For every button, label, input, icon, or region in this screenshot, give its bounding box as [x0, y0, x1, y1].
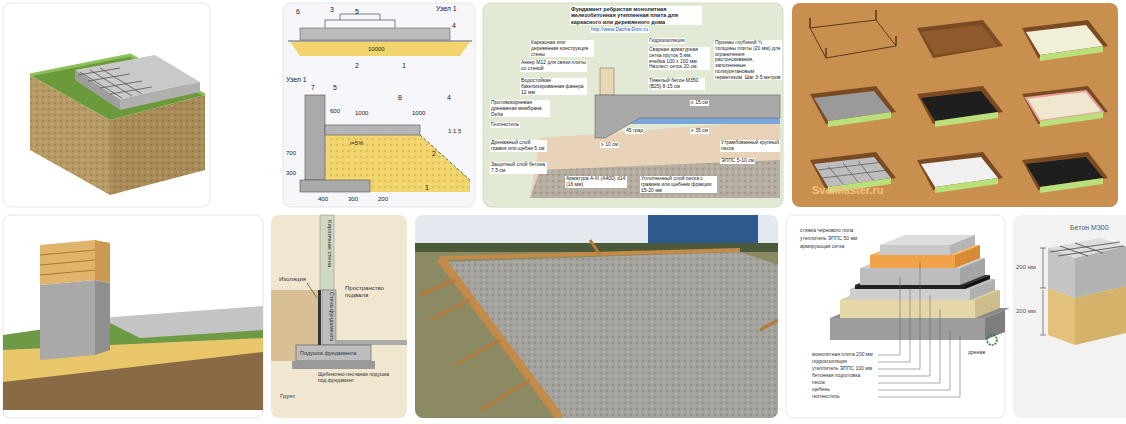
callout-number: 2: [432, 150, 436, 158]
part-label: Гидроизоляция: [648, 38, 685, 44]
part-label: Щебеночно-песчаная подушка под фундамент: [318, 372, 398, 384]
part-label: армирующая сетка: [800, 244, 844, 250]
callout-number: 1: [402, 62, 406, 70]
dimension: ≥ 35 см: [690, 128, 709, 134]
node-label: Узел 1: [286, 76, 307, 84]
node-label: Узел 1: [436, 5, 457, 13]
part-label: Сварная арматурная сетка пруток 5 мм, яч…: [648, 47, 710, 70]
material-label: Бетон М300: [1070, 224, 1109, 232]
source-url: http://www.Dacha-Dom.ru: [590, 27, 649, 33]
layer-stack: [786, 215, 1010, 418]
part-label: Тяжелый бетон М350 (В25) 8-15 см: [648, 78, 705, 90]
part-label: Утрамбованный крупный песок: [720, 140, 780, 152]
part-label: Пространство подвала: [345, 285, 400, 299]
concrete-cube: [1013, 215, 1126, 418]
part-label: Кирпичная стена: [326, 220, 333, 267]
part-label: утеплитель ЭППС 100 мм: [812, 366, 872, 372]
dimension: 1000: [412, 110, 425, 117]
part-label: щебень: [812, 387, 830, 393]
callout-number: 7: [311, 84, 315, 92]
part-label: Стена фундамента: [329, 292, 335, 341]
slope-note: i=5%: [350, 140, 364, 147]
callout-number: 3: [330, 6, 334, 14]
part-label: Проемы глубиной ½ толщины плиты (20 мм) …: [714, 40, 782, 80]
part-label: Дренажный слой гравия или щебня 5 см: [490, 140, 547, 152]
part-label: дренаж: [968, 350, 985, 356]
part-label: ЭППС 5-10 см: [720, 158, 755, 164]
basement-section: [271, 215, 407, 418]
part-label: Каркасная или деревянная конструкция сте…: [530, 40, 594, 57]
part-label: гидроизоляция: [812, 359, 847, 365]
part-label: монолитная плита 200 мм: [812, 352, 873, 358]
construction-steps: [792, 3, 1118, 207]
dimension: 300: [286, 170, 296, 177]
dimension: ≥ 10 см: [600, 142, 619, 148]
dimension: 200: [378, 196, 388, 203]
slope-note: 1:1,5: [448, 128, 461, 135]
part-label: Противокорневая дренажная мембрана Delta: [490, 100, 550, 117]
part-label: Анкер М12 для связи плиты со стеной: [520, 60, 587, 72]
watermark: SvaiMaster.ru: [812, 184, 884, 197]
part-label: бетонная подготовка: [812, 373, 860, 379]
callout-number: 8: [398, 94, 402, 102]
callout-number: 6: [296, 8, 300, 16]
dimension: 600: [330, 108, 340, 115]
dimension: ≥ 15 см: [690, 100, 709, 106]
part-label: Изоляция: [279, 276, 306, 283]
dimension: 10000: [368, 46, 385, 53]
part-label: геотекстиль: [812, 394, 840, 400]
dimension: 300: [348, 196, 358, 203]
house-slab-3d: [3, 215, 263, 418]
dimension: 1000: [355, 110, 368, 117]
chart-title: Фундамент ребристая монолитная железобет…: [570, 6, 702, 25]
part-label: Уплотненный слой песка с гравием или щеб…: [640, 176, 717, 193]
part-label: песок: [812, 380, 825, 386]
part-label: стяжка чернового пола: [800, 228, 853, 234]
formwork-photo: [415, 215, 778, 418]
section-drawing: [283, 3, 475, 207]
callout-number: 1: [425, 184, 429, 192]
slab-3d: [3, 3, 210, 207]
part-label: Водостойкая бакелизированная фанера 12 м…: [520, 78, 587, 95]
part-label: Грунт: [280, 393, 295, 400]
callout-number: 5: [333, 84, 337, 92]
part-label: Защитный слой бетона 7,5 см: [490, 162, 547, 174]
callout-number: 4: [452, 22, 456, 30]
part-label: Арматура А-III (А400) d14 (16 мм): [565, 176, 627, 188]
dimension: 200 мм: [1016, 264, 1036, 271]
callout-number: 4: [447, 94, 451, 102]
dimension: 200 мм: [1016, 308, 1036, 315]
dimension: 700: [286, 150, 296, 157]
part-label: утеплитель ЭППС 50 мм: [800, 236, 857, 242]
callout-number: 5: [355, 8, 359, 16]
part-label: Подушка фундамента: [300, 350, 356, 356]
dimension: 45 град: [625, 128, 644, 134]
part-label: Геотекстиль: [490, 122, 520, 128]
dimension: 400: [318, 196, 328, 203]
callout-number: 2: [355, 62, 359, 70]
slab-section: [483, 3, 783, 207]
